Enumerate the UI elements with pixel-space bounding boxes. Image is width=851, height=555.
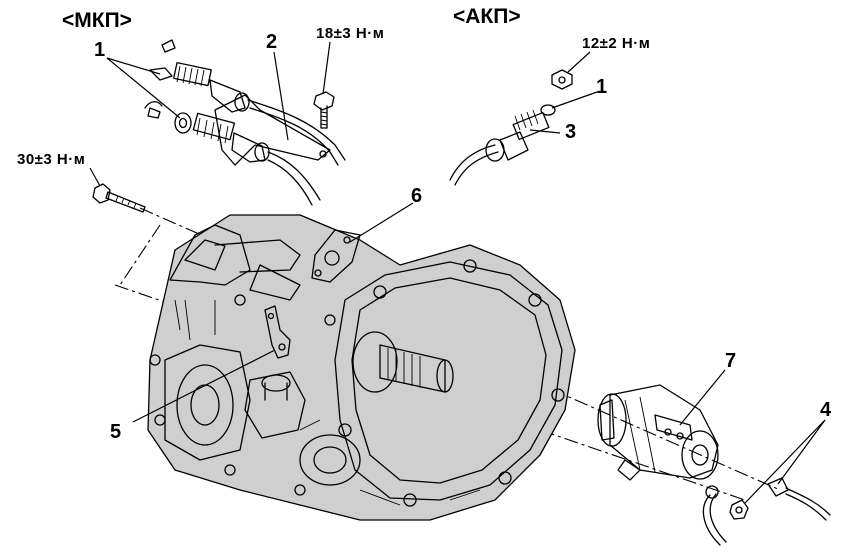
mkp-shift-cables <box>144 39 346 206</box>
callout-7: 7 <box>725 350 737 372</box>
akp-shift-cable <box>449 69 573 186</box>
callout-3: 3 <box>565 121 577 143</box>
mounting-bolt <box>92 183 146 213</box>
automatic-transmission-header: <АКП> <box>453 5 521 28</box>
callout-6: 6 <box>411 185 423 207</box>
bolt-18 <box>313 91 335 129</box>
starter-part-7 <box>597 384 719 481</box>
wiring-part-4 <box>702 477 831 546</box>
leader-lines <box>89 41 826 504</box>
callout-5: 5 <box>110 421 122 443</box>
callout-1-right: 1 <box>596 76 608 98</box>
callout-2: 2 <box>266 31 278 53</box>
callout-4: 4 <box>820 399 832 421</box>
plate-part-6 <box>311 229 361 283</box>
transmission-housing <box>147 214 576 521</box>
torque-label-12: 12±2 Н·м <box>582 35 651 52</box>
callout-1-left: 1 <box>94 39 106 61</box>
torque-label-18: 18±3 Н·м <box>316 25 385 42</box>
manual-transmission-header: <МКП> <box>62 9 132 32</box>
bracket-part-5 <box>264 305 291 359</box>
torque-label-30: 30±3 Н·м <box>17 151 86 168</box>
